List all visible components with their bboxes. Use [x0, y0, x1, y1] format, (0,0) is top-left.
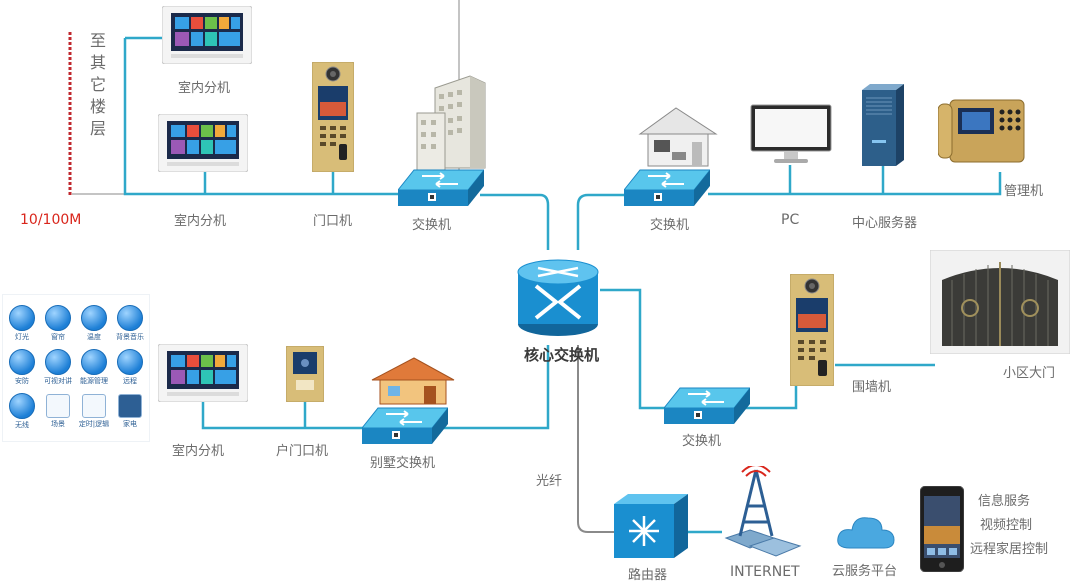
switch-lower-right-label: 交换机: [682, 434, 722, 449]
wire-villa-bus: [201, 402, 364, 430]
management-console: [937, 98, 1026, 164]
villa-switch-label: 别墅交换机: [370, 456, 436, 471]
internet-tower-icon: [720, 464, 804, 558]
internet-label: INTERNET: [730, 564, 800, 580]
service-video-label: 视频控制: [980, 518, 1033, 533]
core-switch-icon: [516, 258, 600, 338]
management-label: 管理机: [1004, 184, 1044, 199]
door-unit-label: 门口机: [313, 214, 353, 229]
service-remote-label: 远程家居控制: [970, 542, 1049, 557]
remote-icon: 远程: [113, 349, 147, 385]
switch-top-right-label: 交换机: [650, 218, 690, 233]
switch-lower-right: [662, 386, 752, 428]
video-intercom-icon: 可视对讲: [41, 349, 75, 385]
pc-label: PC: [781, 212, 800, 228]
wire-core-villa: [440, 345, 550, 430]
cloud-icon: [836, 512, 896, 552]
switch-top-right: [622, 168, 712, 210]
speed-label: 10/100M: [20, 212, 82, 228]
door-station-top: [311, 61, 355, 173]
appliance-icon: 家电: [113, 393, 147, 428]
indoor-monitor-mid: [157, 113, 249, 173]
wire-left-bus: [123, 38, 402, 196]
wall-unit-label: 围墙机: [852, 380, 892, 395]
main-gate-label: 小区大门: [1003, 366, 1056, 381]
indoor-unit-top-label: 室内分机: [178, 81, 231, 96]
wire-switch-wall-unit: [742, 385, 798, 410]
house-icon-top: [632, 104, 720, 168]
router-icon: [614, 494, 688, 558]
wire-right-bus: [708, 172, 1002, 196]
switch-top-left: [396, 168, 486, 210]
villa-switch: [360, 406, 450, 448]
wire-core-switch-lower: [600, 288, 668, 410]
temperature-icon: 温度: [77, 305, 111, 341]
indoor-monitor-villa: [157, 343, 249, 403]
service-info-label: 信息服务: [978, 494, 1031, 509]
router-label: 路由器: [628, 568, 668, 583]
core-switch-label: 核心交换机: [524, 346, 600, 364]
wire-switch-core-left: [480, 193, 550, 250]
energy-icon: 能源管理: [77, 349, 111, 385]
indoor-monitor-top: [161, 5, 253, 65]
light-icon: 灯光: [5, 305, 39, 341]
floor-label: 至其它楼层: [89, 31, 106, 138]
cloud-label: 云服务平台: [832, 564, 898, 579]
fiber-label: 光纤: [536, 474, 563, 489]
indoor-unit-villa-label: 室内分机: [172, 444, 225, 459]
household-door-label: 户门口机: [276, 444, 329, 459]
music-icon: 背景音乐: [113, 305, 147, 341]
wire-core-switch-right: [576, 193, 628, 250]
central-server-label: 中心服务器: [852, 216, 918, 231]
wire-fiber: [577, 345, 614, 533]
indoor-unit-mid-label: 室内分机: [174, 214, 227, 229]
building-icon: [415, 68, 487, 178]
household-door-station: [285, 345, 325, 403]
wireless-icon: 无线: [5, 393, 39, 429]
pc-monitor: [750, 104, 832, 166]
timer-icon: 定时|逻辑: [77, 393, 111, 428]
switch-top-left-label: 交换机: [412, 218, 452, 233]
wall-door-station: [789, 273, 835, 387]
main-gate-image: [929, 249, 1070, 355]
curtain-icon: 窗帘: [41, 305, 75, 341]
scene-icon: 场景: [41, 393, 75, 428]
security-icon: 安防: [5, 349, 39, 385]
villa-house-icon: [370, 356, 456, 406]
smart-home-icon-panel: 灯光 窗帘 温度 背景音乐 安防 可视对讲 能源管理 远程 无线 场景 定时|逻…: [2, 294, 150, 442]
server-tower: [862, 84, 904, 166]
smartphone-icon: [919, 485, 965, 573]
